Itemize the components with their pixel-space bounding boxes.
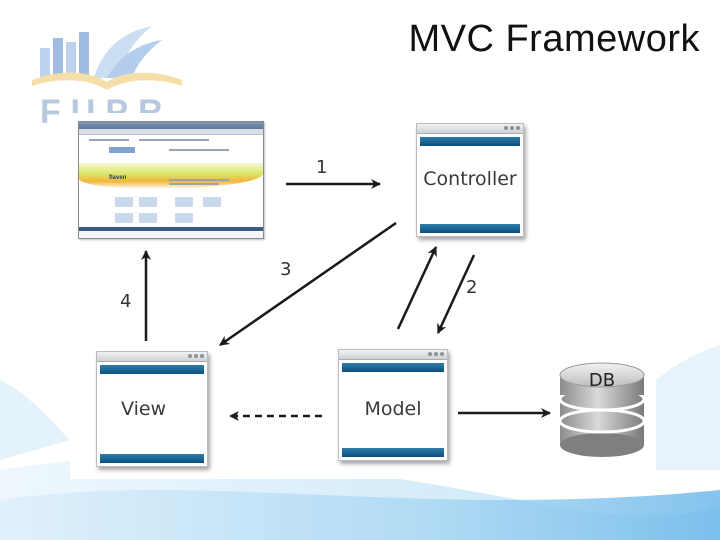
slide-title: MVC Framework — [408, 18, 700, 60]
controller-label: Controller — [423, 168, 517, 190]
browser-site-name: flaven — [109, 175, 127, 181]
arrow-2-label: 2 — [466, 277, 478, 298]
db-label: DB — [588, 370, 616, 391]
mvc-diagram: flaven Controller View Model — [70, 113, 656, 479]
diagram-arrows — [141, 179, 646, 457]
view-box: View — [96, 351, 208, 467]
arrow-2-up — [396, 246, 438, 330]
arrow-3-label: 3 — [280, 259, 292, 280]
controller-box: Controller — [416, 123, 524, 237]
arrow-3 — [219, 221, 397, 347]
browser-screenshot: flaven — [78, 121, 264, 239]
arrow-1-label: 1 — [316, 157, 328, 178]
view-label: View — [121, 398, 167, 420]
database-icon — [558, 362, 646, 457]
arrow-2-down — [436, 254, 476, 334]
model-box: Model — [338, 349, 448, 461]
arrow-4-label: 4 — [120, 291, 132, 312]
model-label: Model — [364, 398, 422, 420]
